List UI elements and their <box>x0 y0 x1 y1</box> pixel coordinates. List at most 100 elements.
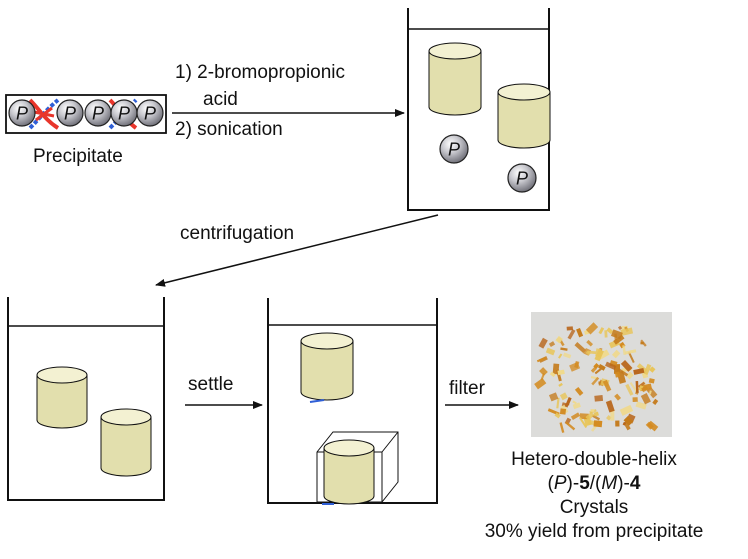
p-sphere: P <box>56 99 84 127</box>
cylinder-particle <box>497 83 551 149</box>
crystal-flake <box>620 327 634 336</box>
crystal-flake <box>574 342 587 354</box>
crystal-flake <box>598 363 606 371</box>
crystal-flake <box>539 367 548 376</box>
crystal-flake <box>569 361 581 372</box>
crystal-flake <box>548 341 556 347</box>
arrow-centrifugation <box>155 214 439 287</box>
formula-p-close: )- <box>566 473 580 494</box>
p-sphere-label: P <box>516 168 528 188</box>
crystal-flake <box>554 412 561 419</box>
crystal-flake <box>614 393 622 401</box>
crystal-flake <box>594 367 603 375</box>
crystal-flake <box>552 363 560 375</box>
p-sphere-label: P <box>144 103 156 123</box>
crystal-flake <box>576 327 584 338</box>
crystal-flake <box>585 322 599 335</box>
precipitate-label: Precipitate <box>33 146 123 167</box>
crystal-flake <box>613 334 625 345</box>
p-sphere: P <box>136 99 164 127</box>
crystal-flake <box>617 367 629 377</box>
crystal-flake <box>534 377 547 390</box>
crystal-flake <box>605 361 617 371</box>
crystal-flake <box>558 353 563 359</box>
crystal-flake <box>625 383 634 396</box>
crystal-flake <box>598 327 605 335</box>
crystal-flake <box>563 352 572 359</box>
crystal-flake <box>565 397 572 406</box>
crystal-flake <box>585 411 595 421</box>
crystal-flake <box>649 366 656 373</box>
settle-label: settle <box>188 374 234 395</box>
cylinder-particle <box>428 42 482 116</box>
formula-m-close: )- <box>617 473 630 494</box>
cylinder-particle <box>100 408 152 477</box>
crystal-flake <box>635 401 647 410</box>
p-sphere-label: P <box>448 139 460 159</box>
crystal-flake <box>593 420 603 428</box>
crystal-flake <box>641 385 649 393</box>
product-kind: Crystals <box>559 497 629 518</box>
crystal-flake <box>558 382 563 387</box>
formula-p-open: ( <box>547 473 554 494</box>
crystal-flake <box>557 369 565 376</box>
crystal-flake <box>622 421 627 426</box>
crystal-flake <box>648 390 652 395</box>
crystal-flake <box>579 417 588 429</box>
crystal-flake <box>594 395 604 402</box>
crystal-flake <box>590 375 598 380</box>
product-caption: Hetero-double-helix (P)-5/(M)-4 Crystals… <box>440 448 748 544</box>
formula-slash: /( <box>589 473 602 494</box>
p-sphere: P <box>439 134 469 164</box>
crystal-flake <box>627 351 635 364</box>
crystal-flake <box>559 392 568 401</box>
p-sphere-label: P <box>118 103 130 123</box>
filter-label: filter <box>449 378 485 399</box>
p-sphere: P <box>84 99 112 127</box>
centrifugation-label: centrifugation <box>180 223 295 244</box>
crystal-flake <box>636 363 648 374</box>
crystal-flake <box>606 415 612 421</box>
crystal-flake <box>548 392 559 402</box>
crystal-flake <box>555 335 563 344</box>
crystal-flake <box>638 385 644 392</box>
crystal-flake <box>560 347 568 351</box>
crystal-flake <box>545 347 556 356</box>
crystal-flake <box>633 368 645 375</box>
crystal-flake <box>635 381 639 393</box>
crystal-flake <box>572 400 577 405</box>
crystal-flake <box>593 411 599 417</box>
step1-line1: 1) 2-bromopropionic <box>175 62 346 83</box>
p-sphere-label: P <box>92 103 104 123</box>
cylinder-particle <box>300 332 354 403</box>
crystal-photo <box>531 312 672 437</box>
crystal-flake <box>652 398 659 405</box>
formula-m-num: 4 <box>629 473 641 494</box>
crystal-flake <box>606 327 614 335</box>
crystal-flake <box>615 420 620 427</box>
crystal-flake <box>593 363 600 369</box>
product-title: Hetero-double-helix <box>511 449 677 470</box>
p-sphere: P <box>110 99 138 127</box>
crystal-flake <box>549 371 556 378</box>
crystal-flake <box>559 422 565 433</box>
crystal-flake <box>567 329 576 340</box>
crystal-flake <box>648 378 655 384</box>
crystal-flake <box>640 392 651 405</box>
crystal-cube <box>316 431 399 505</box>
crystal-flake <box>611 349 621 359</box>
product-formula: (P)-5/(M)-4 <box>440 472 748 496</box>
crystal-flake <box>556 397 560 409</box>
crystal-flake <box>610 409 615 421</box>
crystal-flake <box>632 397 638 402</box>
crystal-flake <box>586 339 594 347</box>
crystal-flake <box>617 325 623 331</box>
crystal-flake <box>566 326 574 331</box>
crystal-flake <box>591 376 600 386</box>
product-yield: 30% yield from precipitate <box>484 521 704 542</box>
crystal-flake <box>629 382 638 393</box>
crystal-flake <box>624 349 637 355</box>
crystal-flake <box>538 337 548 349</box>
